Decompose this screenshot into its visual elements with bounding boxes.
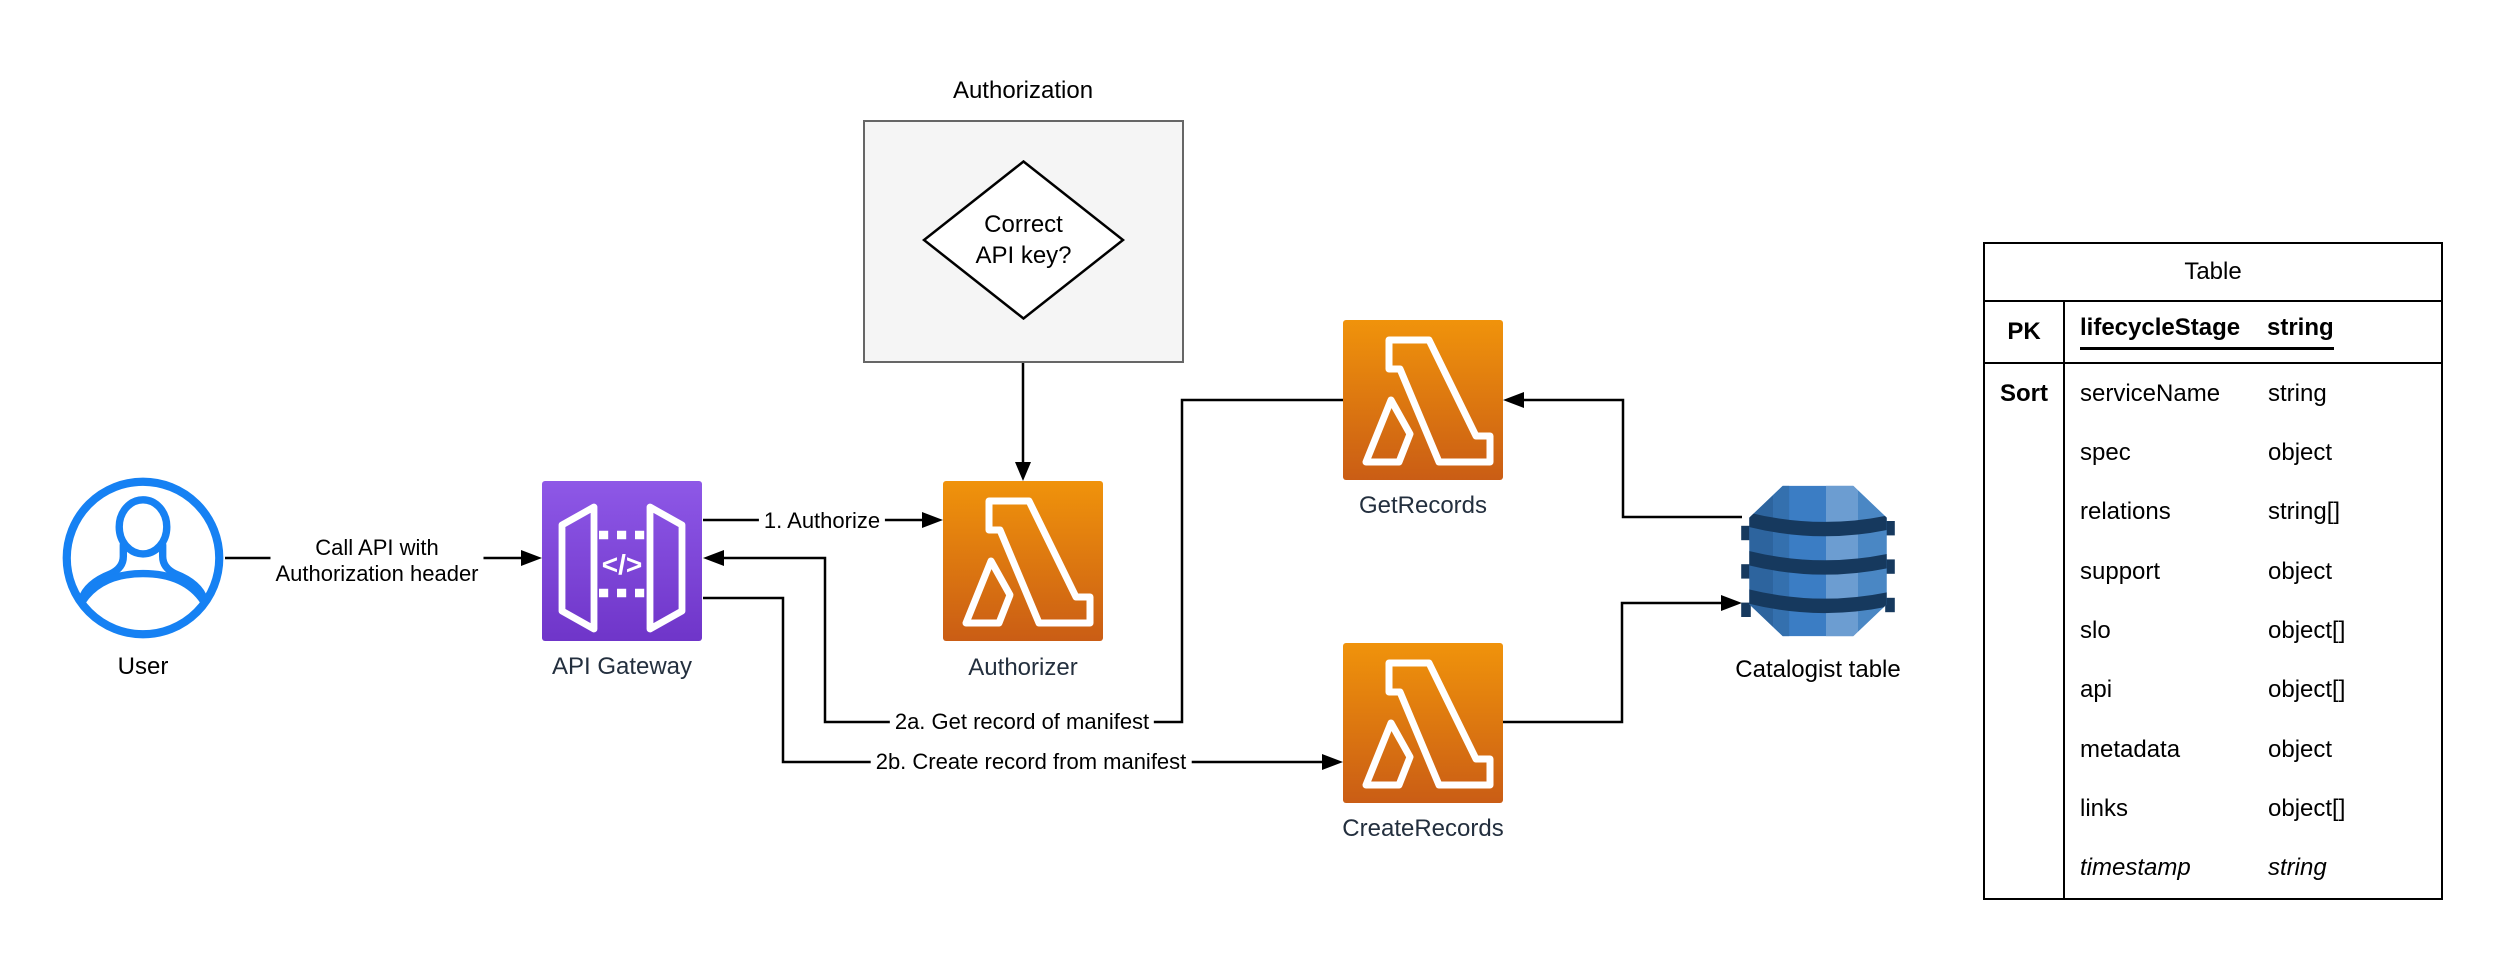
- node-authorizer-label: Authorizer: [968, 654, 1078, 681]
- lambda-icon: [1343, 320, 1503, 480]
- node-create-records-label: CreateRecords: [1342, 815, 1504, 842]
- svg-text:</>: </>: [602, 549, 642, 580]
- node-api-gateway: </>: [542, 481, 702, 641]
- api-gateway-icon: </>: [542, 481, 702, 641]
- pk-key-label: PK: [1985, 302, 2065, 362]
- table-row: spec object: [2080, 438, 2333, 466]
- node-api-gateway-label: API Gateway: [551, 653, 693, 680]
- table-row: serviceName string: [2080, 379, 2327, 407]
- node-catalogist-table: [1738, 478, 1898, 644]
- edge-label-call-api: Call API with Authorization header: [270, 534, 484, 588]
- decision-diamond: Correct API key?: [922, 160, 1125, 320]
- sort-key-label: Sort: [1985, 364, 2065, 898]
- node-user: [61, 476, 225, 640]
- table-row: relations string[]: [2080, 498, 2341, 526]
- person-icon: [62, 477, 224, 639]
- node-catalogist-table-label: Catalogist table: [1735, 656, 1901, 683]
- schema-table-title: Table: [1985, 244, 2441, 302]
- sort-fields: serviceName string spec object relations…: [2065, 364, 2441, 898]
- sort-section: Sort serviceName string spec object rela…: [1985, 364, 2441, 898]
- edge-label-get-record: 2a. Get record of manifest: [889, 708, 1155, 736]
- lambda-icon: [1343, 643, 1503, 803]
- decision-text: Correct API key?: [975, 211, 1072, 269]
- table-row: timestamp string: [2080, 854, 2327, 882]
- table-row: metadata object: [2080, 735, 2333, 763]
- authorization-group-title: Authorization: [952, 77, 1094, 104]
- node-create-records: [1343, 643, 1503, 803]
- table-row: PK lifecycleStage string: [1985, 302, 2441, 364]
- table-row: support object: [2080, 557, 2333, 585]
- edge-label-authorize: 1. Authorize: [758, 507, 886, 535]
- table-row: slo object[]: [2080, 616, 2346, 644]
- node-user-label: User: [117, 653, 169, 680]
- node-get-records: [1343, 320, 1503, 480]
- node-authorizer: [943, 481, 1103, 641]
- node-get-records-label: GetRecords: [1358, 492, 1488, 519]
- dynamodb-icon: [1741, 485, 1895, 637]
- lambda-icon: [943, 481, 1103, 641]
- schema-table: Table PK lifecycleStage string Sort serv…: [1983, 242, 2443, 900]
- table-row: links object[]: [2080, 794, 2346, 822]
- table-row: api object[]: [2080, 676, 2346, 704]
- pk-field: lifecycleStage string: [2080, 314, 2334, 350]
- edge-label-create-record: 2b. Create record from manifest: [870, 748, 1192, 776]
